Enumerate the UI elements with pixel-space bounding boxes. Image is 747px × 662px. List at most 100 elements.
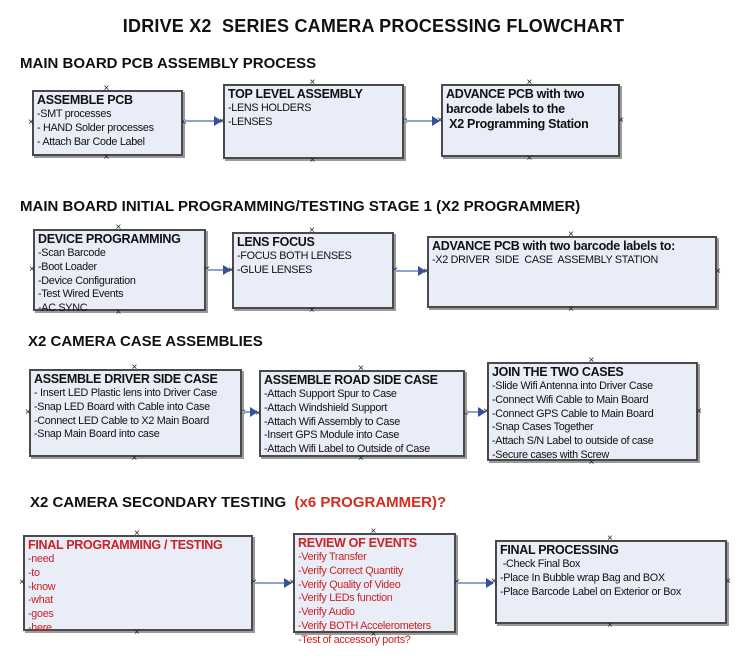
process-step: -LENSES xyxy=(228,115,273,128)
connection-anchor-icon: × xyxy=(607,620,613,631)
connection-anchor-icon: × xyxy=(437,114,443,126)
connection-anchor-icon: × xyxy=(103,152,110,163)
process-step: - Attach Bar Code Label xyxy=(37,135,145,148)
process-step: -LENS HOLDERS xyxy=(228,102,312,114)
section-header-red-text: (x6 PROGRAMMER)? xyxy=(294,494,447,511)
connector-arrow[interactable] xyxy=(253,578,292,588)
box-advance-pcb-programming-station[interactable]: × × × × ADVANCE PCB with two barcode lab… xyxy=(437,78,624,164)
connector-arrow[interactable] xyxy=(404,116,440,126)
box-title: JOIN THE TWO CASES xyxy=(492,365,624,379)
connection-anchor-icon: × xyxy=(568,304,574,315)
process-step: -Secure cases with Screw xyxy=(492,448,610,461)
process-step: -X2 DRIVER SIDE CASE ASSEMBLY STATION xyxy=(432,254,658,266)
box-title: FINAL PROCESSING xyxy=(500,543,619,557)
connection-anchor-icon: × xyxy=(29,264,35,275)
connection-anchor-icon: × xyxy=(696,405,702,417)
arrowhead-icon xyxy=(432,116,440,126)
connection-anchor-icon: × xyxy=(483,405,489,417)
connector-arrow[interactable] xyxy=(242,407,258,417)
process-step: -here xyxy=(28,621,52,634)
box-title: TOP LEVEL ASSEMBLY xyxy=(228,87,363,101)
connection-anchor-icon: × xyxy=(309,225,315,236)
connection-anchor-icon: × xyxy=(131,453,138,464)
connection-anchor-icon: × xyxy=(19,577,25,588)
box-assemble-pcb[interactable]: × × × × ASSEMBLE PCB -SMT processes - HA… xyxy=(28,84,187,163)
connection-anchor-icon: × xyxy=(115,307,122,318)
box-top-level-assembly[interactable]: × × × × TOP LEVEL ASSEMBLY -LENS HOLDERS… xyxy=(219,78,408,166)
process-step: -Device Configuration xyxy=(38,274,136,287)
connection-anchor-icon: × xyxy=(423,266,429,277)
process-step: -Verify Correct Quantity xyxy=(298,564,404,577)
process-step: -Attach S/N Label to outside of case xyxy=(492,435,654,448)
connector-arrow[interactable] xyxy=(465,407,486,417)
connection-anchor-icon: × xyxy=(526,77,533,88)
process-step: -Place Barcode Label on Exterior or Box xyxy=(500,585,681,598)
process-step: - HAND Solder processes xyxy=(37,121,154,134)
connection-anchor-icon: × xyxy=(115,222,122,233)
process-step: -Attach Wifi Label to Outside of Case xyxy=(264,443,430,456)
box-advance-pcb-driver-side-station[interactable]: × × × × ADVANCE PCB with two barcode lab… xyxy=(423,230,721,315)
process-step: -what xyxy=(28,594,53,607)
connection-anchor-icon: × xyxy=(526,153,533,164)
connection-anchor-icon: × xyxy=(568,229,574,240)
connection-anchor-icon: × xyxy=(491,576,497,587)
connection-anchor-icon: × xyxy=(463,407,469,419)
connector-arrow[interactable] xyxy=(184,116,222,126)
connector-arrow[interactable] xyxy=(456,578,494,588)
box-join-the-two-cases[interactable]: × × × × JOIN THE TWO CASES -Slide Wifi A… xyxy=(483,356,702,468)
box-device-programming[interactable]: × × × × DEVICE PROGRAMMING -Scan Barcode… xyxy=(29,223,210,318)
connector-arrow[interactable] xyxy=(394,266,426,276)
section-header-secondary-testing: X2 CAMERA SECONDARY TESTING (x6 PROGRAMM… xyxy=(30,494,446,511)
arrowhead-icon xyxy=(486,578,494,588)
connection-anchor-icon: × xyxy=(309,155,316,166)
section-header-initial-programming: MAIN BOARD INITIAL PROGRAMMING/TESTING S… xyxy=(20,198,581,215)
process-step: -need xyxy=(28,553,55,565)
process-step: -know xyxy=(28,580,56,593)
connection-anchor-icon: × xyxy=(715,266,721,277)
box-review-of-events[interactable]: × × × × REVIEW OF EVENTS -Verify Transfe… xyxy=(289,527,460,646)
box-title: ASSEMBLE PCB xyxy=(37,93,133,107)
process-step: -Verify Quality of Video xyxy=(298,578,401,591)
arrowhead-icon xyxy=(418,266,426,276)
connection-anchor-icon: × xyxy=(134,627,140,638)
process-step: -GLUE LENSES xyxy=(237,263,313,276)
connection-anchor-icon: × xyxy=(588,457,595,468)
connection-anchor-icon: × xyxy=(181,117,187,128)
arrowhead-icon xyxy=(478,407,486,417)
process-step: -Test Wired Events xyxy=(38,288,124,301)
process-step: -Test of accessory ports? xyxy=(298,633,411,646)
process-step: -goes xyxy=(28,608,54,621)
box-title: FINAL PROGRAMMING / TESTING xyxy=(28,538,223,552)
process-step: -Check Final Box xyxy=(500,558,581,570)
box-title: DEVICE PROGRAMMING xyxy=(38,232,181,246)
process-step: -Attach Wifi Assembly to Case xyxy=(264,415,400,428)
connector-arrow[interactable] xyxy=(206,265,231,275)
box-assemble-driver-side-case[interactable]: × × × × ASSEMBLE DRIVER SIDE CASE - Inse… xyxy=(25,363,246,464)
connection-anchor-icon: × xyxy=(618,114,624,126)
connection-anchor-icon: × xyxy=(309,77,316,88)
box-final-programming-testing[interactable]: × × × × FINAL PROGRAMMING / TESTING -nee… xyxy=(19,529,257,638)
process-step: -Insert GPS Module into Case xyxy=(264,429,400,442)
box-assemble-road-side-case[interactable]: × × × × ASSEMBLE ROAD SIDE CASE -Attach … xyxy=(255,364,469,464)
process-step: -AC SYNC xyxy=(38,302,88,315)
process-step: -Connect Wifi Cable to Main Board xyxy=(492,393,649,406)
connection-anchor-icon: × xyxy=(228,264,234,276)
process-step: -Attach Support Spur to Case xyxy=(264,388,397,400)
connection-anchor-icon: × xyxy=(358,453,364,464)
box-title: ADVANCE PCB with two xyxy=(446,87,585,101)
process-step: -Snap LED Board with Cable into Case xyxy=(34,400,210,413)
connection-anchor-icon: × xyxy=(28,117,34,128)
arrowhead-icon xyxy=(214,116,222,126)
box-lens-focus[interactable]: × × × × LENS FOCUS -FOCUS BOTH LENSES -G… xyxy=(228,226,398,316)
process-step: - Insert LED Plastic lens into Driver Ca… xyxy=(34,387,218,399)
connection-anchor-icon: × xyxy=(289,577,295,588)
box-final-processing[interactable]: × × × × FINAL PROCESSING -Check Final Bo… xyxy=(491,534,731,631)
process-step: -Snap Cases Together xyxy=(492,421,594,434)
connection-anchor-icon: × xyxy=(103,83,110,94)
process-step: -Connect GPS Cable to Main Board xyxy=(492,407,654,420)
page-title: IDRIVE X2 SERIES CAMERA PROCESSING FLOWC… xyxy=(122,16,625,36)
connection-anchor-icon: × xyxy=(309,305,315,316)
process-step: -Scan Barcode xyxy=(38,247,106,259)
box-title: LENS FOCUS xyxy=(237,235,315,249)
process-step: barcode labels to the xyxy=(446,102,565,116)
